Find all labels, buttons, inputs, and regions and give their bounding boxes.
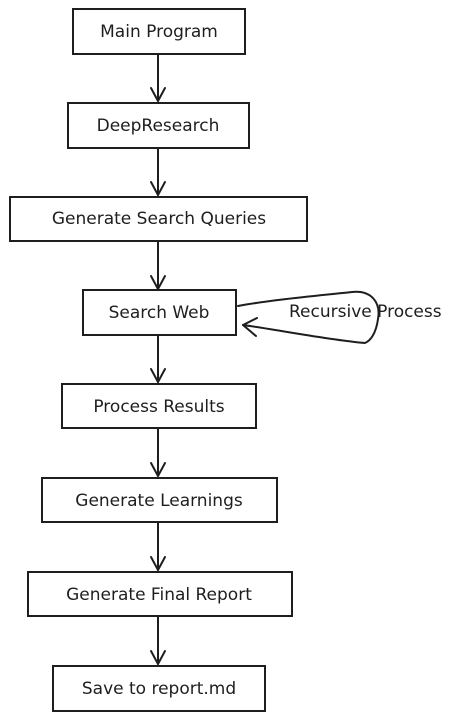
recursive-loop-arrow [237,290,380,344]
generate-learnings-label: Generate Learnings [75,491,243,511]
main-program-box: Main Program [72,8,246,55]
arrow-main-to-deepresearch [150,54,166,102]
arrow-process-to-learnings [150,428,166,477]
process-results-box: Process Results [61,383,257,429]
arrow-queries-to-search [150,241,166,290]
process-results-label: Process Results [93,397,224,417]
arrow-search-to-process [150,335,166,383]
search-web-label: Search Web [109,303,210,323]
arrow-report-to-save [150,616,166,665]
deepresearch-box: DeepResearch [67,102,250,149]
generate-learnings-box: Generate Learnings [41,477,278,523]
recursive-process-label: Recursive Process [289,302,442,322]
generate-search-queries-box: Generate Search Queries [9,196,308,242]
main-program-label: Main Program [100,22,218,42]
save-to-report-label: Save to report.md [82,679,236,699]
arrow-learnings-to-report [150,522,166,571]
deepresearch-label: DeepResearch [97,116,220,136]
save-to-report-box: Save to report.md [52,665,266,712]
generate-final-report-label: Generate Final Report [66,585,252,605]
generate-final-report-box: Generate Final Report [27,571,293,617]
arrow-deepresearch-to-queries [150,148,166,196]
search-web-box: Search Web [82,289,237,336]
generate-search-queries-label: Generate Search Queries [52,209,266,229]
